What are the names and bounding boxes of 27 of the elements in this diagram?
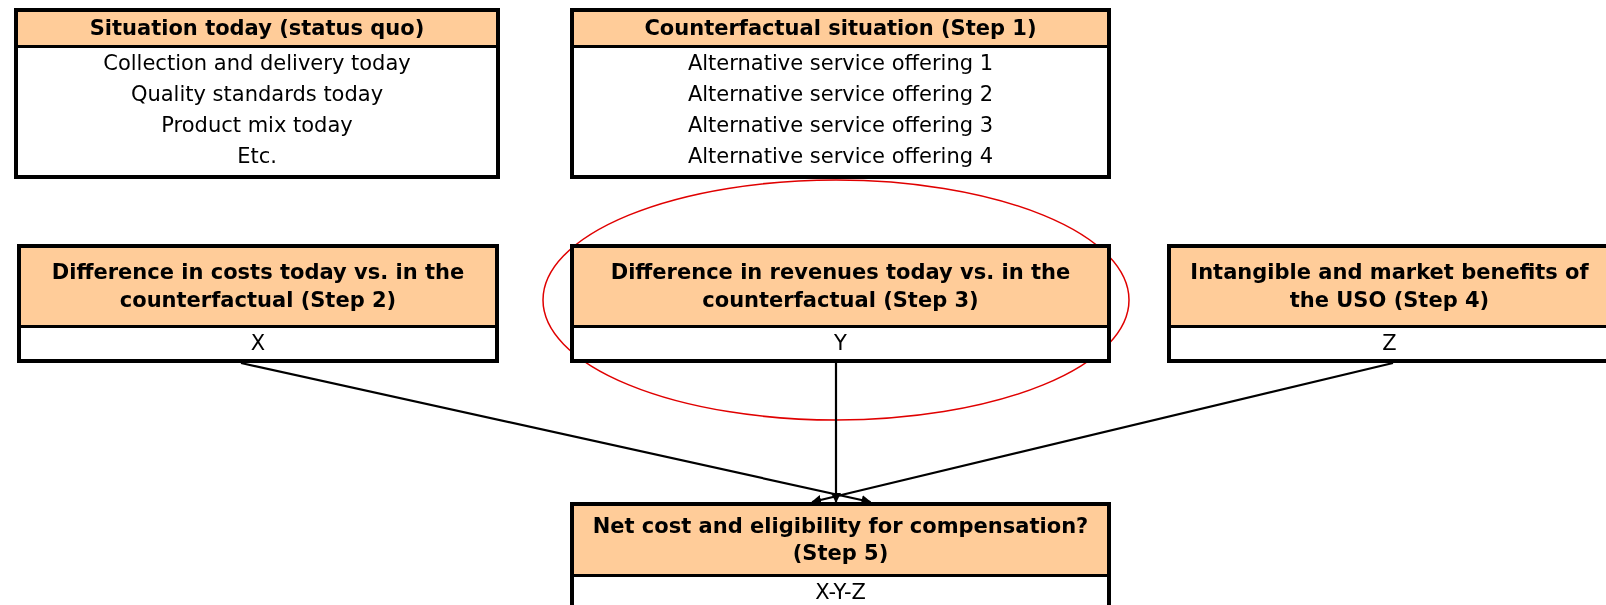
arrow <box>831 363 841 503</box>
table-box <box>1167 244 1606 363</box>
box-heading: Counterfactual situation (Step 1) <box>574 12 1107 48</box>
box-row-text: Alternative service offering 2 <box>686 81 995 108</box>
box-heading: Difference in costs today vs. in the counterfactual (Step 2) <box>21 248 495 328</box>
box-heading: Intangible and market benefits of the USO (Step 4) <box>1171 248 1606 328</box>
table-box <box>570 502 1111 605</box>
box-row-text: Alternative service offering 3 <box>686 112 995 139</box>
arrow <box>811 361 1394 505</box>
box-heading: Situation today (status quo) <box>18 12 496 48</box>
box-row-text: Etc. <box>236 143 278 170</box>
box-row-text: Product mix today <box>160 112 354 139</box>
box-row-text: Quality standards today <box>129 81 385 108</box>
table-box <box>14 8 500 179</box>
box-row-text: Alternative service offering 1 <box>686 50 995 77</box>
box-heading: Net cost and eligibility for compensation? (Step 5) <box>574 506 1107 577</box>
box-row-text: X-Y-Z <box>814 579 867 605</box>
table-box <box>17 244 499 363</box>
arrow <box>240 361 872 505</box>
box-row-text: Y <box>833 330 848 357</box>
box-row-text: Collection and delivery today <box>102 50 412 77</box>
box-row-text: Alternative service offering 4 <box>686 143 995 170</box>
table-box <box>570 8 1111 179</box>
box-row-text: X <box>249 330 267 357</box>
box-row-text: Z <box>1381 330 1398 357</box>
box-heading: Difference in revenues today vs. in the counterfactual (Step 3) <box>574 248 1107 328</box>
table-box <box>570 244 1111 363</box>
